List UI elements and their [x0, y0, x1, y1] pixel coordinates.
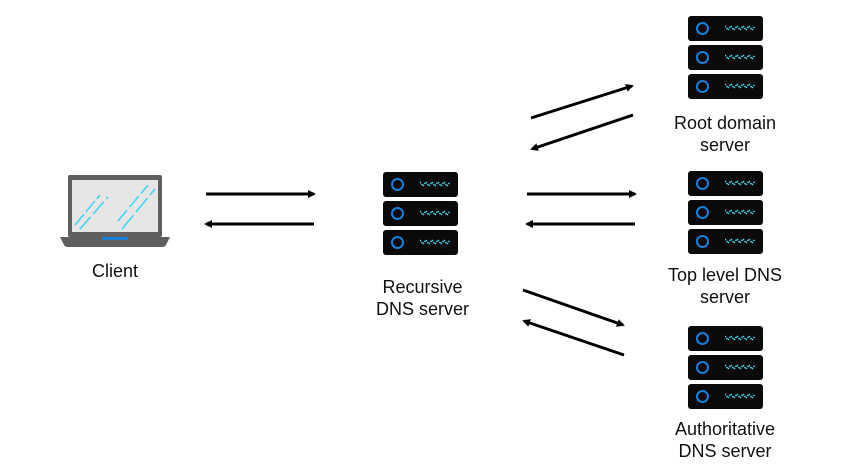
laptop-icon — [60, 175, 170, 247]
recursive-label: Recursive DNS server — [355, 276, 490, 320]
root-server-icon — [688, 16, 763, 103]
recursive-label-line2: DNS server — [375, 299, 469, 319]
authoritative-label: Authoritative DNS server — [650, 418, 800, 462]
recursive-server-icon — [383, 172, 458, 259]
recursive-label-line1: Recursive — [382, 277, 463, 297]
arrow-authoritative-to-recursive — [522, 319, 625, 357]
authoritative-server-icon — [688, 326, 763, 413]
root-label-line1: Root domain — [673, 113, 777, 133]
root-label-line2: server — [699, 135, 750, 155]
arrow-recursive-to-authoritative — [522, 288, 625, 327]
client-node — [60, 175, 170, 252]
arrow-root-to-recursive — [530, 113, 634, 151]
tld-label-line1: Top level DNS — [667, 265, 783, 285]
tld-server-icon — [688, 171, 763, 258]
arrow-recursive-to-root — [530, 83, 634, 120]
tld-label-line2: server — [699, 287, 750, 307]
root-label: Root domain server — [655, 112, 795, 156]
authoritative-label-line1: Authoritative — [674, 419, 776, 439]
authoritative-label-line2: DNS server — [678, 441, 772, 461]
client-label: Client — [91, 261, 139, 281]
tld-label: Top level DNS server — [650, 264, 800, 308]
